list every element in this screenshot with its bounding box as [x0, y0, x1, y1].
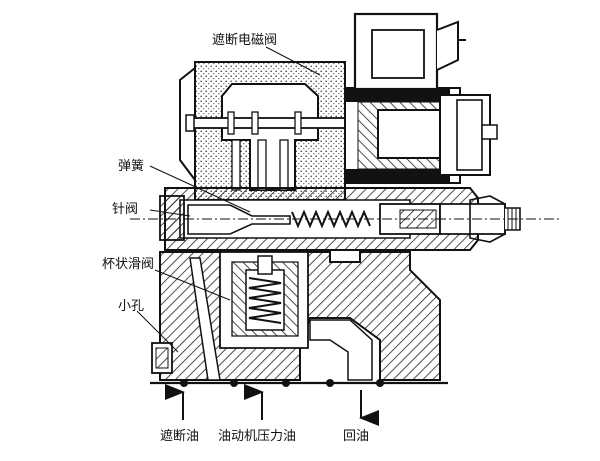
lower-valve-block [150, 251, 448, 387]
label-cup-spool-valve: 杯状滑阀 [102, 257, 155, 272]
label-cutoff-oil: 遮断油 [160, 429, 200, 444]
main-valve-housing [130, 187, 560, 251]
label-return-oil: 回油 [343, 429, 370, 444]
label-small-hole: 小孔 [118, 299, 145, 314]
flow-arrows [165, 384, 379, 426]
label-needle-valve: 针阀 [112, 202, 139, 217]
label-servo-pressure-oil: 油动机压力油 [218, 429, 297, 444]
leader-lines [136, 46, 321, 353]
solenoid-valve-body [179, 12, 498, 201]
label-cutoff-solenoid-valve: 遮断电磁阀 [212, 33, 278, 48]
label-spring: 弹簧 [118, 159, 145, 174]
